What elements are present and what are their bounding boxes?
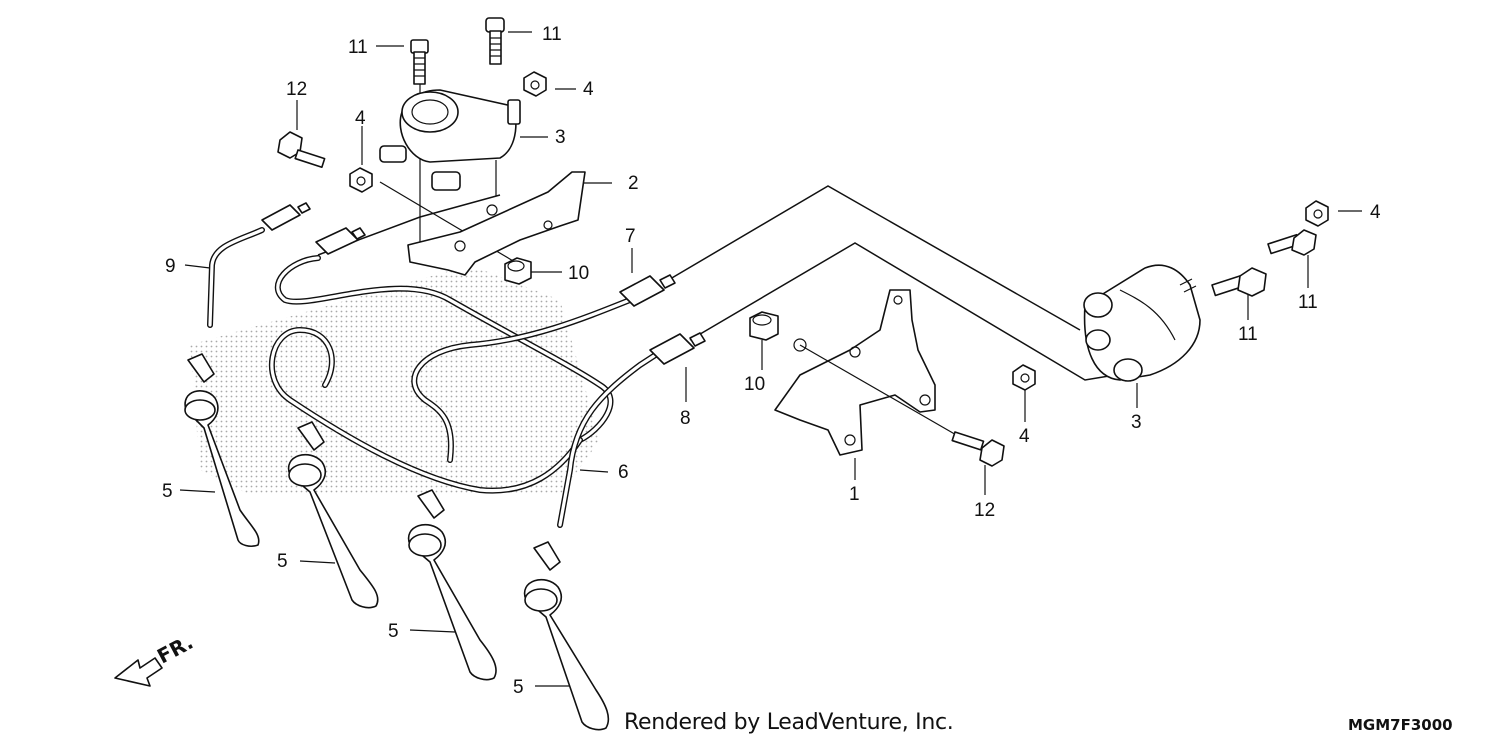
bolt-upper-right <box>485 17 505 65</box>
callout-4: 4 <box>1370 202 1381 223</box>
nut-mid <box>349 167 373 193</box>
callout-4: 4 <box>1019 426 1030 447</box>
callout-3: 3 <box>1131 412 1142 433</box>
callout-2: 2 <box>628 173 639 194</box>
callout-11: 11 <box>542 24 562 45</box>
shaded-area <box>190 265 600 495</box>
plug-cap-4 <box>523 541 610 731</box>
callout-5: 5 <box>513 677 524 698</box>
callout-10: 10 <box>568 263 589 284</box>
callout-11: 11 <box>1238 324 1258 345</box>
nut-right-mid <box>1012 364 1036 391</box>
plug-cap-1 <box>184 353 260 547</box>
callout-12: 12 <box>286 79 307 100</box>
bolt-right-lower <box>1211 267 1267 297</box>
front-marker-label: FR. <box>153 630 197 669</box>
front-direction-marker: FR. <box>114 630 197 687</box>
callout-8: 8 <box>680 408 691 429</box>
wire-connector-7 <box>619 274 676 307</box>
bolt-upper-left <box>410 39 429 85</box>
nut-upper <box>523 71 547 97</box>
render-credit: Rendered by LeadVenture, Inc. <box>624 710 954 735</box>
callout-numbers: 11 11 4 12 4 3 2 7 9 10 4 11 11 3 4 12 1… <box>162 24 1381 698</box>
nut-right-top <box>1305 200 1329 227</box>
callout-11: 11 <box>348 37 368 58</box>
rubber-damper-lower <box>749 311 779 341</box>
callout-3: 3 <box>555 127 566 148</box>
callout-12: 12 <box>974 500 995 521</box>
diagram-code: MGM7F3000 <box>1348 716 1453 734</box>
rubber-damper-upper <box>504 257 532 285</box>
callout-5: 5 <box>277 551 288 572</box>
callout-5: 5 <box>162 481 173 502</box>
flange-bolt-lower <box>951 431 1005 467</box>
bolt-right-upper <box>1267 229 1317 256</box>
callout-6: 6 <box>618 462 629 483</box>
wire-connector-8 <box>649 332 706 365</box>
callout-4: 4 <box>583 79 594 100</box>
plug-cap-3 <box>407 489 497 681</box>
plug-cap-2 <box>287 421 379 609</box>
callout-7: 7 <box>625 226 636 247</box>
coil-bracket <box>407 171 586 276</box>
callout-9: 9 <box>165 256 176 277</box>
callout-1: 1 <box>849 484 860 505</box>
plug-wire-9 <box>207 202 311 328</box>
callout-11: 11 <box>1298 292 1318 313</box>
callout-4: 4 <box>355 108 366 129</box>
ignition-coil-upper <box>379 89 521 196</box>
coil-bracket-lower <box>774 289 966 456</box>
ignition-wire-harness <box>269 227 663 528</box>
callout-10: 10 <box>744 374 765 395</box>
ignition-coil-right <box>1083 264 1201 382</box>
flange-bolt-upper <box>277 131 326 169</box>
callout-5: 5 <box>388 621 399 642</box>
